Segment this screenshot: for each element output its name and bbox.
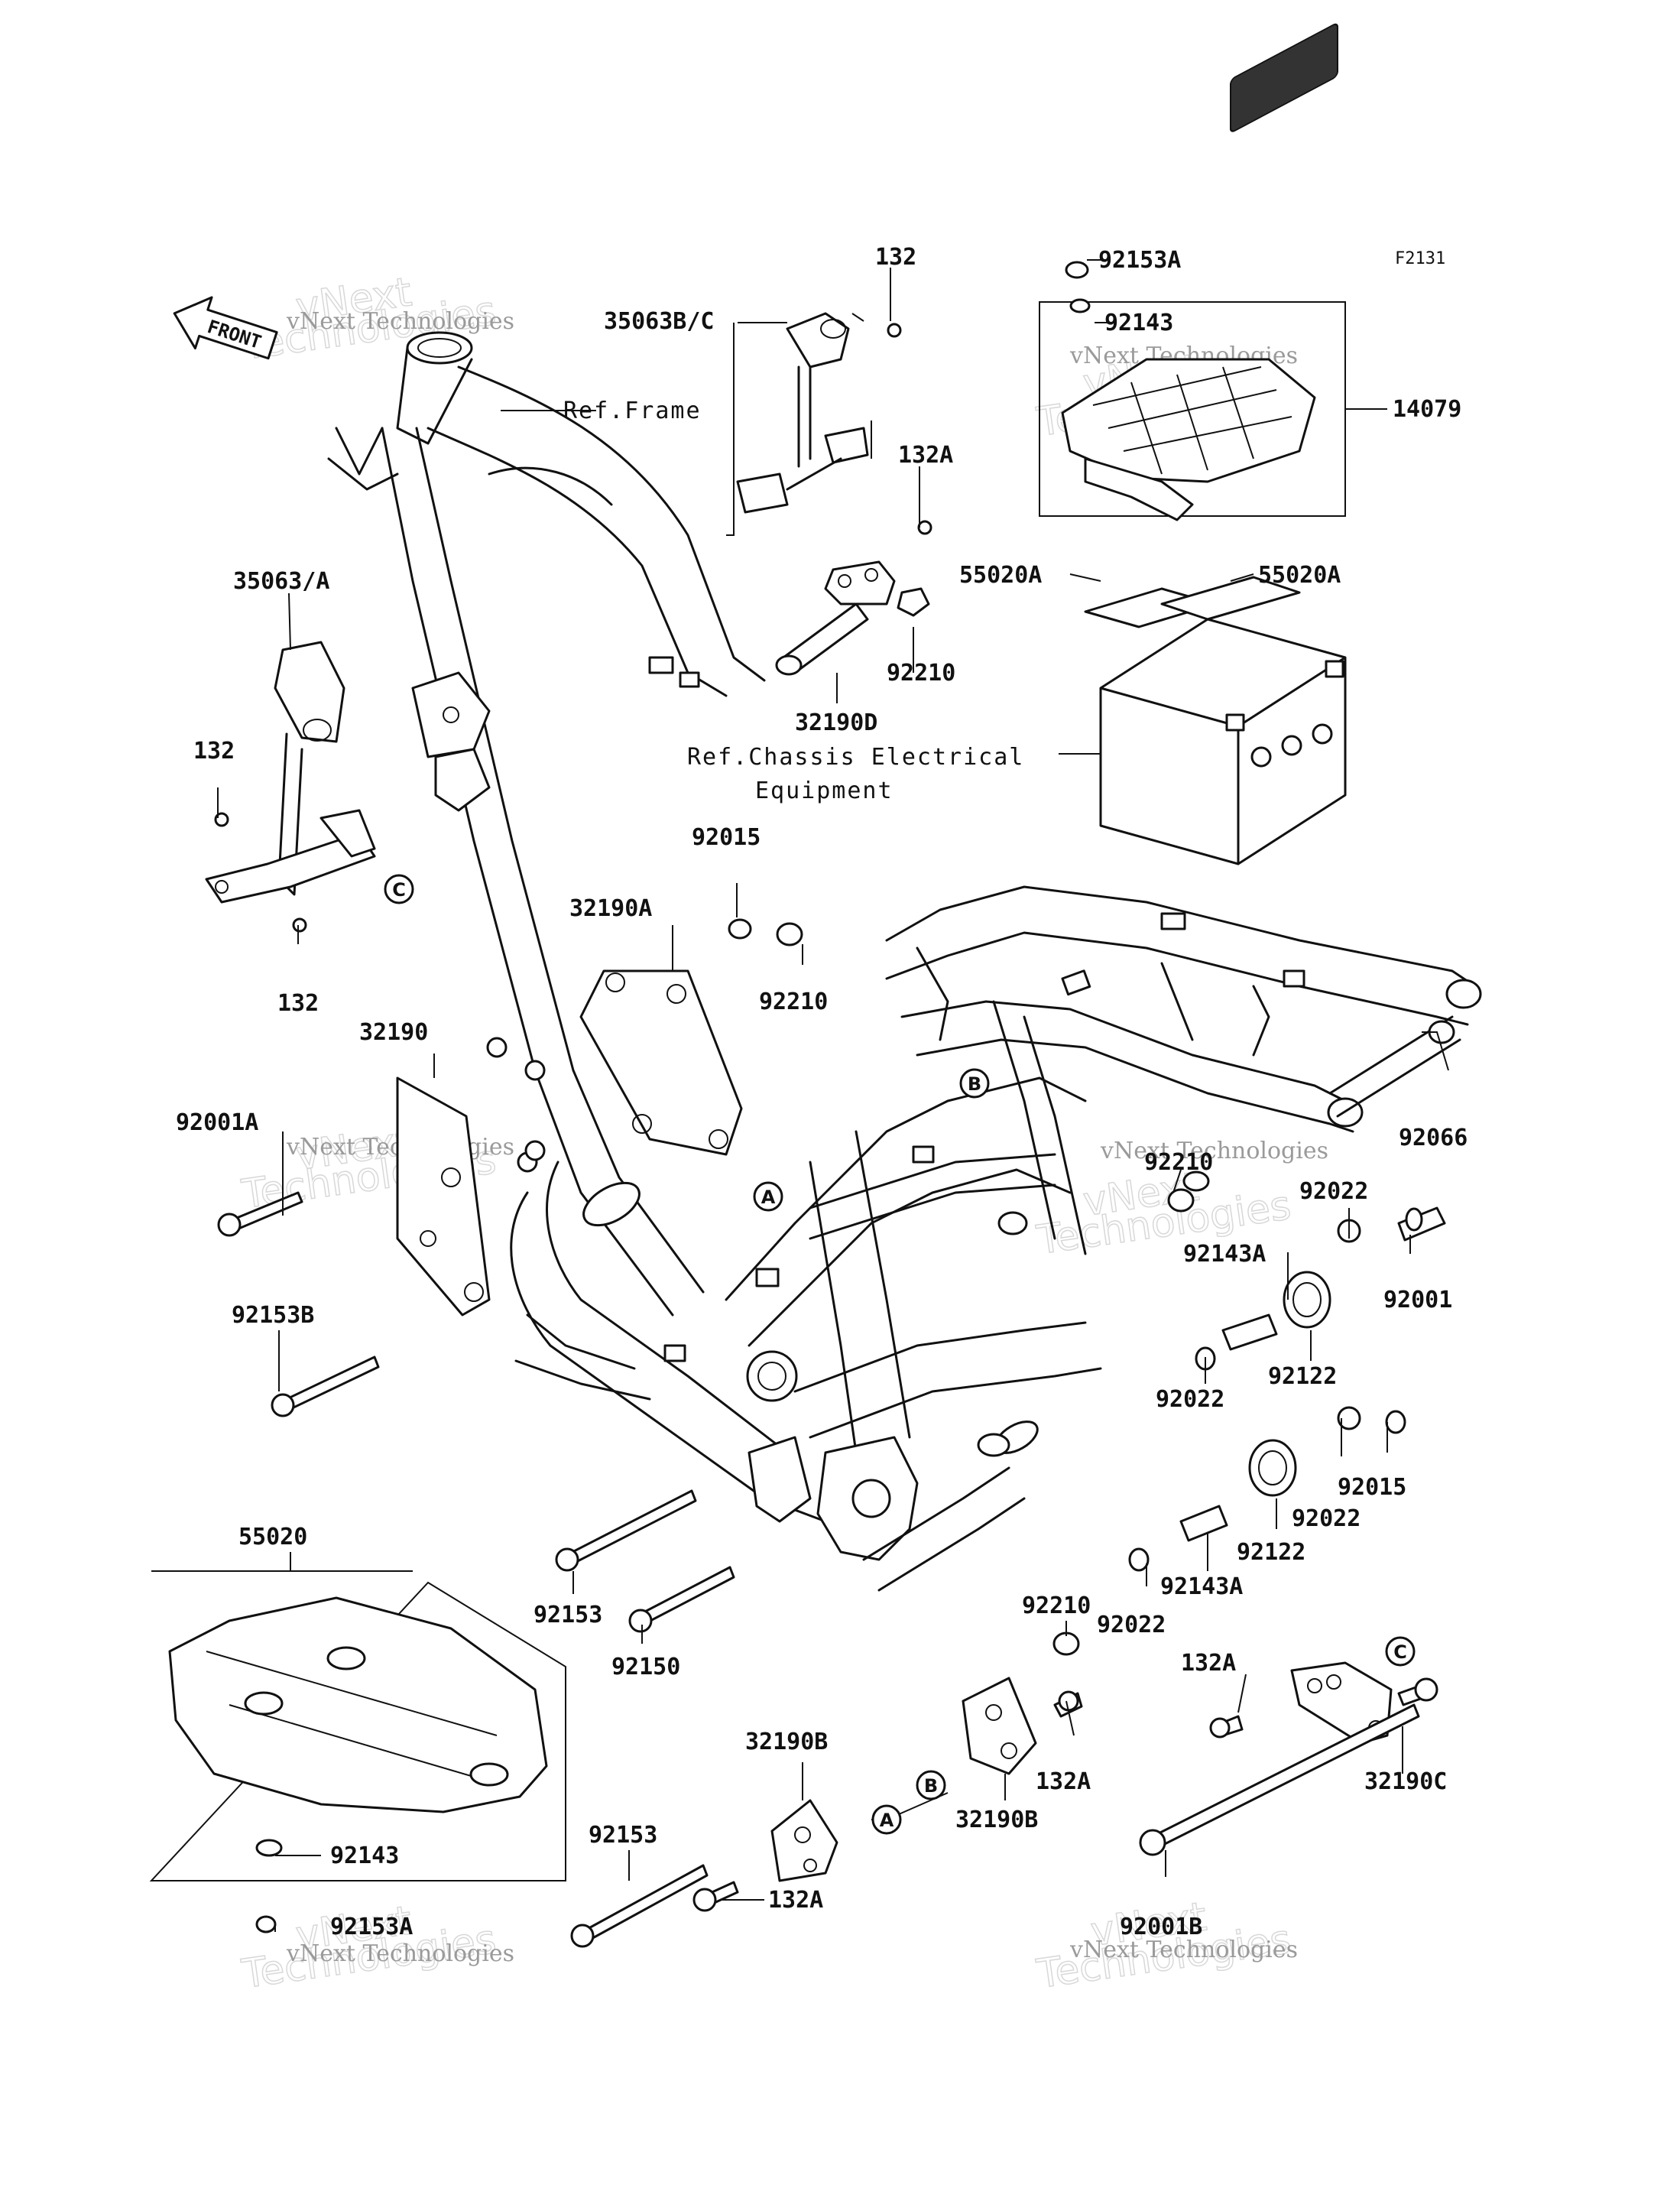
skid-plate-55020 xyxy=(149,1570,566,1933)
part-label: 132A xyxy=(1181,1650,1236,1677)
part-label: 132A xyxy=(768,1887,823,1914)
part-label: 92210 xyxy=(887,660,955,687)
bracket-35063a xyxy=(205,641,376,933)
part-label: 92122 xyxy=(1268,1363,1337,1390)
callout-a-lower: A xyxy=(871,1804,902,1835)
callout-b-frame: B xyxy=(959,1068,990,1099)
part-label: 92015 xyxy=(692,824,761,851)
main-frame xyxy=(327,331,1482,1592)
part-label: 92153 xyxy=(534,1602,602,1628)
part-label: 92210 xyxy=(1144,1149,1213,1176)
part-label: 92143 xyxy=(330,1842,399,1869)
part-label: 55020 xyxy=(238,1524,307,1550)
ref-chassis-label-line1: Ref.Chassis Electrical xyxy=(687,744,1024,771)
watermark-vnext-technologies: vNext Technologies xyxy=(286,308,514,335)
bracket-32190d xyxy=(775,520,932,676)
part-label: 132A xyxy=(898,442,953,469)
part-label: 32190B xyxy=(955,1807,1038,1833)
callout-c-lower: C xyxy=(1385,1636,1416,1667)
watermark-vnext-technologies: vNext Technologies xyxy=(286,1940,514,1967)
part-label: 92022 xyxy=(1299,1178,1368,1205)
part-label: 132 xyxy=(277,990,319,1017)
svg-text:A: A xyxy=(880,1810,894,1831)
callout-c-left: C xyxy=(384,874,414,904)
part-label: 92022 xyxy=(1292,1505,1361,1532)
part-label: 92143A xyxy=(1160,1573,1243,1600)
part-label: 32190 xyxy=(359,1019,428,1046)
part-label: 92143A xyxy=(1183,1241,1266,1268)
right-hardware xyxy=(1128,1020,1455,1572)
part-label: 92153 xyxy=(589,1822,657,1849)
part-label: 35063/A xyxy=(233,568,329,595)
part-number-labels: 132 35063B/C 132A 92210 32190D 35063/A 1… xyxy=(176,244,1468,1940)
callout-a-frame: A xyxy=(753,1181,783,1212)
callout-b-lower: B xyxy=(916,1770,946,1800)
part-label: 132 xyxy=(875,244,916,271)
part-label: 92022 xyxy=(1156,1386,1224,1413)
ref-chassis-label-line2: Equipment xyxy=(755,778,894,804)
ref-frame-label: Ref.Frame xyxy=(563,398,702,424)
battery-holder-14079 xyxy=(1039,261,1346,521)
part-label: 92210 xyxy=(759,989,828,1015)
part-label: 55020A xyxy=(959,562,1042,589)
part-label: 92001A xyxy=(176,1109,258,1136)
part-label: 92001B xyxy=(1120,1914,1202,1940)
svg-text:B: B xyxy=(968,1073,981,1095)
brackets-32190b xyxy=(770,1631,1083,1882)
figure-code: F2131 xyxy=(1395,249,1445,268)
svg-text:B: B xyxy=(924,1775,938,1797)
part-label: 32190C xyxy=(1364,1768,1447,1795)
part-label: 92001 xyxy=(1383,1287,1452,1313)
svg-text:C: C xyxy=(1393,1641,1407,1663)
part-label: 35063B/C xyxy=(604,308,715,335)
callout-markers: C B A A B C xyxy=(384,874,1416,1835)
part-label: 92210 xyxy=(1022,1592,1091,1619)
plate-32190 xyxy=(396,1060,546,1317)
part-label: 92153A xyxy=(1098,247,1181,274)
long-bolts xyxy=(217,1191,739,1948)
part-label: 92022 xyxy=(1097,1612,1166,1638)
pad-55020a-right xyxy=(1160,576,1301,621)
part-label: 32190D xyxy=(795,709,877,736)
part-label: 92066 xyxy=(1399,1125,1468,1151)
bracket-32190c xyxy=(1139,1661,1438,1856)
part-label: 92143 xyxy=(1104,310,1173,336)
part-label: 132 xyxy=(193,738,235,765)
part-label: 32190A xyxy=(569,895,652,922)
svg-text:A: A xyxy=(761,1187,776,1208)
part-label: 92153A xyxy=(330,1914,413,1940)
part-label: 32190B xyxy=(745,1729,828,1755)
part-label: 55020A xyxy=(1258,562,1341,589)
part-label: 92015 xyxy=(1338,1474,1406,1501)
bracket-35063bc xyxy=(736,312,902,514)
watermark-vnext-technologies: vNext Technologies xyxy=(1069,1937,1298,1963)
part-label: 132A xyxy=(1036,1768,1091,1795)
part-label: 92150 xyxy=(611,1654,680,1680)
leader-lines xyxy=(217,259,1449,1932)
part-label: 92122 xyxy=(1237,1539,1305,1566)
watermark-vnext-technologies: vNext Technologies xyxy=(1100,1138,1328,1164)
plate-32190a xyxy=(579,918,803,1156)
svg-text:C: C xyxy=(392,879,406,901)
battery xyxy=(1099,23,1347,865)
part-label: 92153B xyxy=(232,1302,314,1329)
part-label: 14079 xyxy=(1393,396,1461,423)
